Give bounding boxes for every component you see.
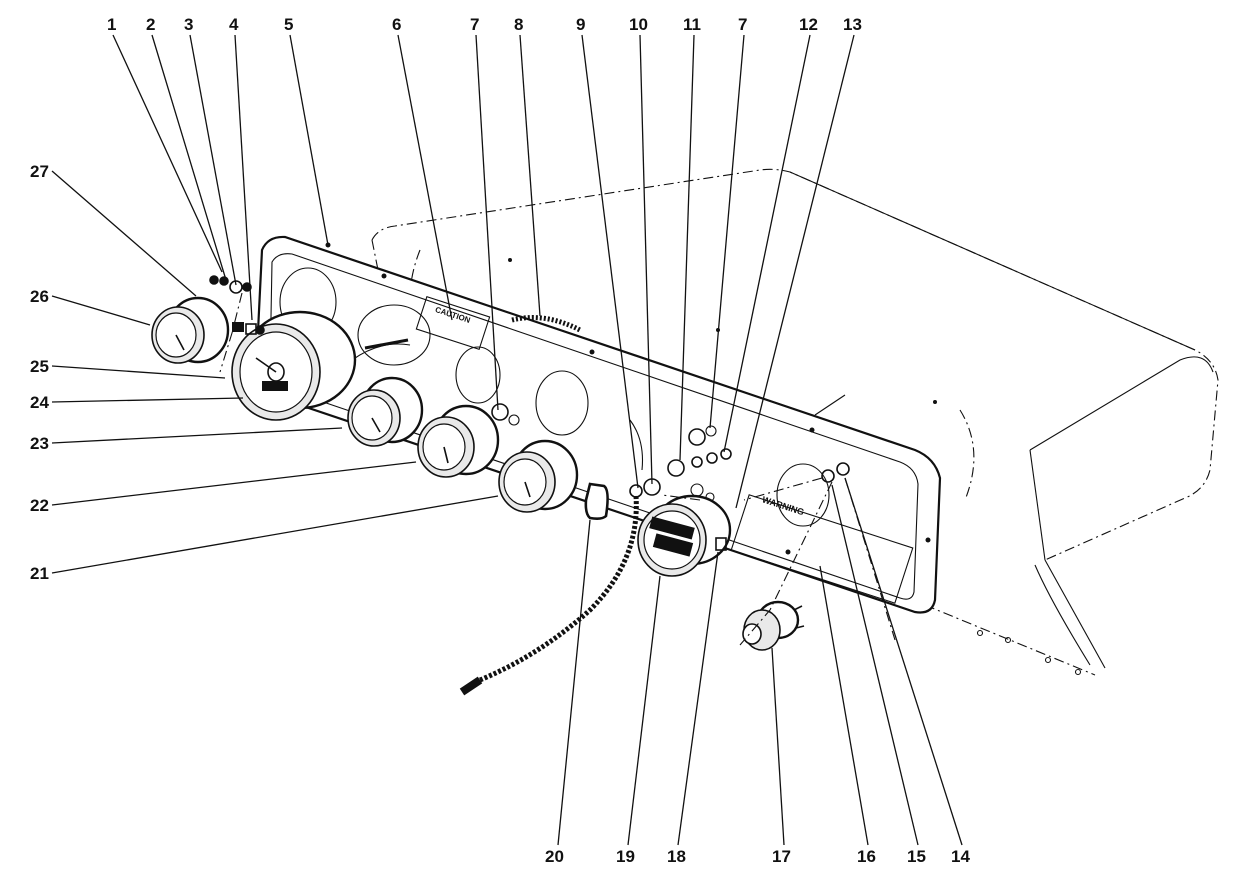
panel-housing (371, 168, 1219, 676)
callout-22: 22 (30, 496, 49, 515)
callout-8: 8 (514, 15, 523, 34)
gauge-21 (498, 439, 579, 513)
callout-25: 25 (30, 357, 49, 376)
callout-27: 27 (30, 162, 49, 181)
callout-23: 23 (30, 434, 49, 453)
callout-3: 3 (184, 15, 193, 34)
callout-24: 24 (30, 393, 49, 412)
gauge-23 (347, 376, 424, 447)
callout-5: 5 (284, 15, 293, 34)
callout-18: 18 (667, 847, 686, 866)
callout-20: 20 (545, 847, 564, 866)
speedometer-gauge (231, 310, 357, 421)
instrument-panel-plate: CAUTION WARNING (254, 235, 942, 614)
gauge-22 (417, 404, 500, 478)
pressure-switch (742, 600, 805, 651)
callout-11: 11 (683, 15, 701, 34)
callout-13: 13 (843, 15, 862, 34)
callout-1: 1 (107, 15, 116, 34)
callout-14: 14 (951, 847, 970, 866)
callout-26: 26 (30, 287, 49, 306)
callout-7: 7 (470, 15, 479, 34)
callout-numbers: 1 2 3 4 5 6 7 8 9 10 11 7 12 13 27 26 25… (30, 15, 970, 866)
wiring-harness (351, 315, 582, 361)
callout-21: 21 (30, 564, 49, 583)
callout-16: 16 (857, 847, 876, 866)
callout-12: 12 (799, 15, 818, 34)
callout-17: 17 (772, 847, 791, 866)
callout-19: 19 (616, 847, 635, 866)
leader-lines (51, 34, 963, 846)
gauge-26 (151, 296, 230, 364)
speedometer-cable (459, 419, 644, 696)
callout-4: 4 (229, 15, 239, 34)
callout-6: 6 (392, 15, 401, 34)
hour-meter-gauge (637, 494, 732, 577)
callout-7b: 7 (738, 15, 747, 34)
callout-10: 10 (629, 15, 648, 34)
callout-2: 2 (146, 15, 155, 34)
callout-15: 15 (907, 847, 926, 866)
callout-9: 9 (576, 15, 585, 34)
